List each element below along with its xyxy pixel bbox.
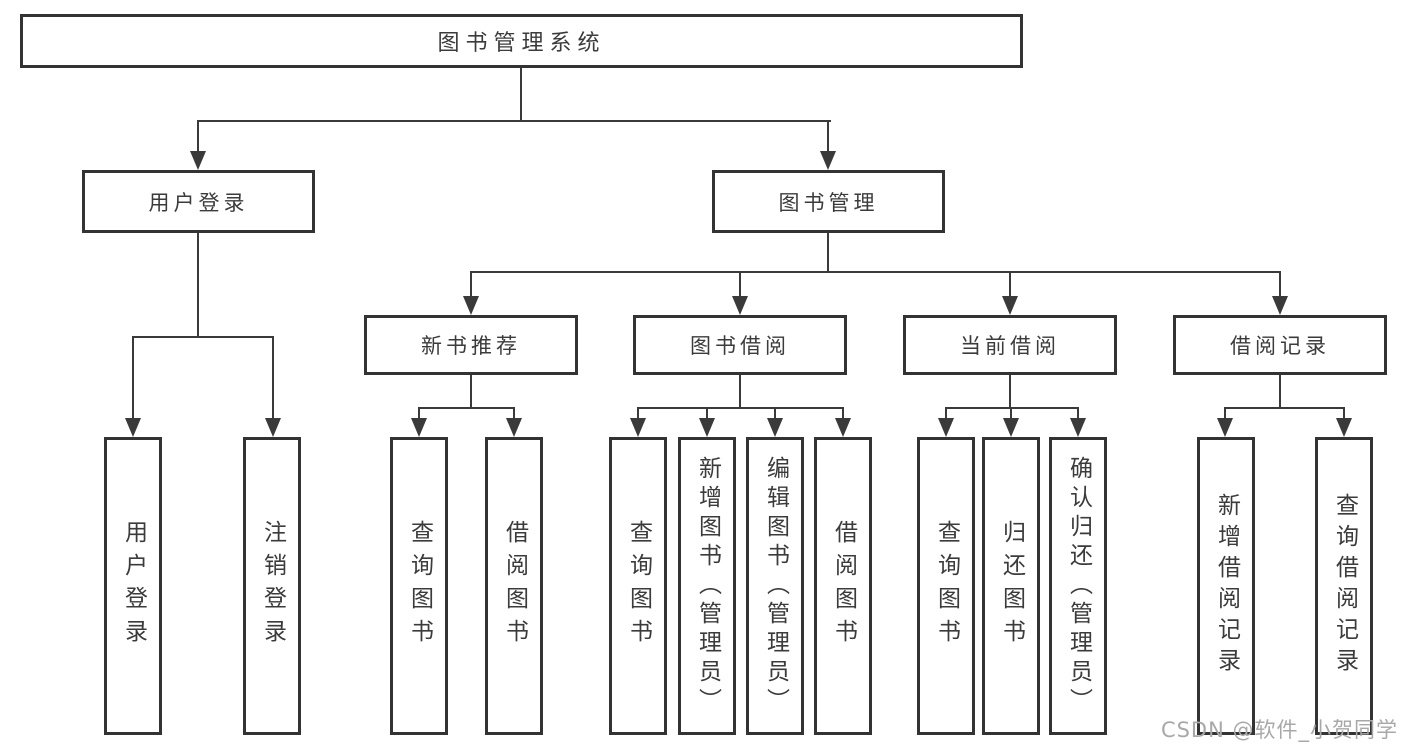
connector-line-v (470, 271, 472, 297)
connector-line-v (945, 407, 947, 419)
connector-line-v (1343, 407, 1345, 419)
arrow-down-icon (1002, 296, 1018, 315)
leaf-label: 确认归还（管理员） (1065, 455, 1092, 717)
arrow-down-icon (125, 418, 141, 437)
leaf-label: 查询图书 (933, 520, 960, 652)
connector-line-v (470, 375, 472, 407)
arrow-down-icon (411, 418, 427, 437)
node-label: 图书管理系统 (437, 31, 606, 56)
connector-line-h (637, 407, 844, 409)
node-library-management-system: 图书管理系统 (20, 14, 1023, 68)
connector-line-v (197, 233, 199, 336)
leaf-label: 注销登录 (259, 520, 286, 652)
node-label: 用户登录 (148, 190, 249, 215)
connector-line-v (1077, 407, 1079, 419)
node-current-borrow: 当前借阅 (903, 315, 1117, 375)
connector-line-v (1279, 271, 1281, 297)
connector-line-v (513, 407, 515, 419)
arrow-down-icon (835, 418, 851, 437)
leaf-label: 借阅图书 (501, 520, 528, 652)
connector-line-v (739, 375, 741, 407)
leaf-edit-books-admin: 编辑图书（管理员） (746, 437, 804, 735)
arrow-down-icon (938, 418, 954, 437)
leaf-label: 归还图书 (998, 520, 1025, 652)
node-label: 图书管理 (778, 190, 879, 215)
connector-line-v (774, 407, 776, 419)
node-user-login: 用户登录 (82, 170, 315, 233)
arrow-down-icon (1217, 418, 1233, 437)
node-label: 图书借阅 (690, 334, 790, 358)
node-new-book-recommend: 新书推荐 (364, 315, 578, 375)
connector-line-v (1009, 375, 1011, 407)
connector-line-v (842, 407, 844, 419)
connector-line-h (197, 120, 831, 122)
connector-line-v (1010, 407, 1012, 419)
node-book-borrow: 图书借阅 (633, 315, 847, 375)
leaf-confirm-return-admin: 确认归还（管理员） (1049, 437, 1107, 735)
connector-line-v (197, 120, 199, 153)
arrow-down-icon (1003, 418, 1019, 437)
connector-line-h (1224, 407, 1345, 409)
arrow-down-icon (265, 418, 281, 437)
arrow-down-icon (1336, 418, 1352, 437)
leaf-add-borrow-record: 新增借阅记录 (1197, 437, 1255, 735)
arrow-down-icon (1272, 296, 1288, 315)
leaf-label: 新增借阅记录 (1213, 493, 1240, 679)
arrow-down-icon (463, 296, 479, 315)
leaf-label: 用户登录 (120, 520, 147, 652)
leaf-return-books: 归还图书 (982, 437, 1040, 735)
connector-line-v (132, 336, 134, 419)
leaf-add-books-admin: 新增图书（管理员） (678, 437, 736, 735)
node-label: 借阅记录 (1230, 334, 1330, 358)
node-label: 当前借阅 (960, 334, 1060, 358)
leaf-query-books-recommend: 查询图书 (390, 437, 448, 735)
leaf-query-books-current: 查询图书 (917, 437, 975, 735)
leaf-label: 借阅图书 (830, 520, 857, 652)
node-label: 新书推荐 (421, 334, 521, 358)
connector-line-v (272, 336, 274, 419)
leaf-query-borrow-record: 查询借阅记录 (1315, 437, 1373, 735)
arrow-down-icon (820, 151, 836, 170)
connector-line-v (827, 233, 829, 271)
arrow-down-icon (732, 296, 748, 315)
node-borrow-records: 借阅记录 (1173, 315, 1387, 375)
connector-line-v (1224, 407, 1226, 419)
connector-line-h (132, 336, 274, 338)
leaf-borrow-books: 借阅图书 (814, 437, 872, 735)
arrow-down-icon (1070, 418, 1086, 437)
connector-line-v (1279, 375, 1281, 407)
leaf-label: 新增图书（管理员） (694, 455, 721, 717)
leaf-label: 查询借阅记录 (1331, 493, 1358, 679)
csdn-watermark: CSDN @软件_小贺同学 (1160, 718, 1398, 742)
connector-line-h (945, 407, 1079, 409)
node-book-management: 图书管理 (712, 170, 945, 233)
connector-line-v (520, 68, 522, 120)
arrow-down-icon (767, 418, 783, 437)
connector-line-v (418, 407, 420, 419)
connector-line-v (739, 271, 741, 297)
arrow-down-icon (699, 418, 715, 437)
leaf-label: 编辑图书（管理员） (762, 455, 789, 717)
arrow-down-icon (506, 418, 522, 437)
leaf-query-books-borrow: 查询图书 (609, 437, 667, 735)
leaf-borrow-books-recommend: 借阅图书 (485, 437, 543, 735)
leaf-user-login: 用户登录 (104, 437, 162, 735)
connector-line-v (637, 407, 639, 419)
leaf-label: 查询图书 (406, 520, 433, 652)
arrow-down-icon (190, 151, 206, 170)
arrow-down-icon (630, 418, 646, 437)
connector-line-h (418, 407, 515, 409)
leaf-logout: 注销登录 (243, 437, 301, 735)
connector-line-v (1009, 271, 1011, 297)
leaf-label: 查询图书 (625, 520, 652, 652)
connector-line-h (470, 271, 1281, 273)
connector-line-v (827, 120, 829, 153)
connector-line-v (706, 407, 708, 419)
